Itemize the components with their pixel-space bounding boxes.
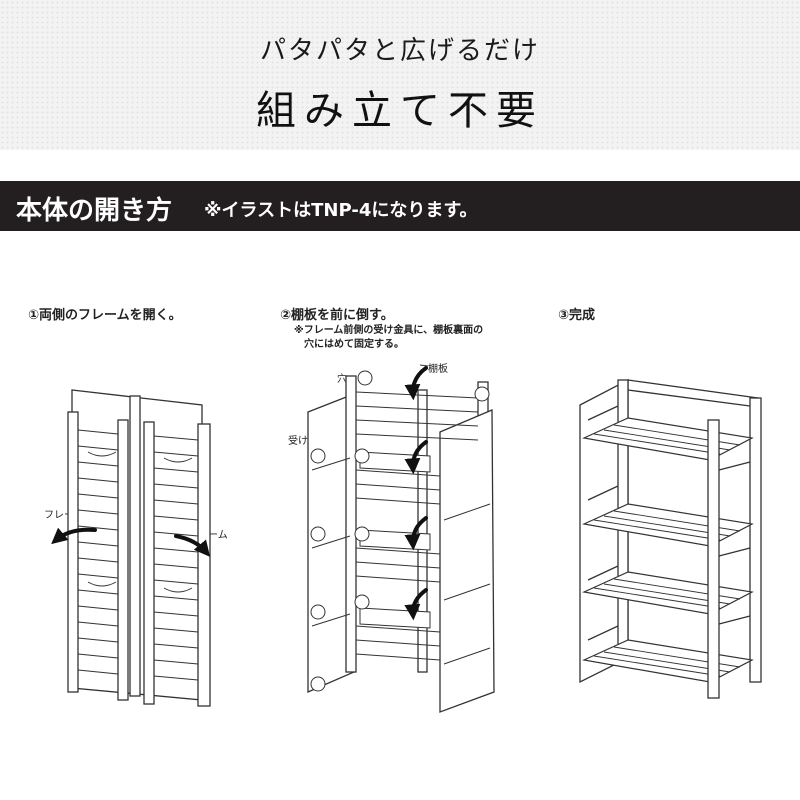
hero-title: 組み立て不要 (256, 88, 544, 134)
step-1-label: ①両側のフレームを開く。 (28, 308, 182, 323)
hero-banner: パタパタと広げるだけ 組み立て不要 (0, 0, 800, 150)
hole-marker (354, 594, 370, 610)
step-3-label: ③完成 (558, 308, 596, 323)
hole-marker (354, 526, 370, 542)
bracket-marker (310, 676, 326, 692)
completed-rack (579, 378, 762, 699)
step-2-label: ②棚板を前に倒す。 (280, 308, 394, 323)
hole-marker (474, 386, 490, 402)
section-note: ※イラストはTNP-4になります。 (204, 200, 478, 221)
bracket-markers (310, 370, 490, 692)
folded-rack (67, 389, 211, 707)
opening-rack (307, 375, 495, 713)
shelf-arrow-1 (404, 366, 428, 401)
bracket-marker (310, 604, 326, 620)
step-2-note: ※フレーム前側の受け金具に、棚板裏面の 穴にはめて固定する。 (294, 324, 483, 352)
shelf-arrow-2 (404, 440, 428, 475)
shelf-arrow-3 (404, 516, 428, 551)
section-title: 本体の開き方 (16, 196, 173, 226)
step-2-note-line1: ※フレーム前側の受け金具に、棚板裏面の (294, 325, 484, 336)
hole-marker (354, 448, 370, 464)
hero-subtitle: パタパタと広げるだけ (259, 36, 540, 66)
frame-left-label: フレーム (44, 510, 84, 521)
shelf-arrow-4 (404, 588, 428, 621)
hole-marker (357, 370, 373, 386)
frame-open-arrows (51, 527, 211, 557)
section-header: 本体の開き方 ※イラストはTNP-4になります。 (0, 181, 800, 231)
bracket-marker (310, 526, 326, 542)
left-open-arrow (51, 527, 97, 545)
right-open-arrow (174, 534, 211, 557)
shelf-down-arrows (404, 366, 428, 621)
shelf-leader (419, 364, 429, 367)
hole-label: 穴 (337, 374, 347, 385)
step-2-note-line2: 穴にはめて固定する。 (304, 339, 404, 350)
shelf-label: 棚板 (428, 364, 448, 375)
bracket-marker (310, 448, 326, 464)
